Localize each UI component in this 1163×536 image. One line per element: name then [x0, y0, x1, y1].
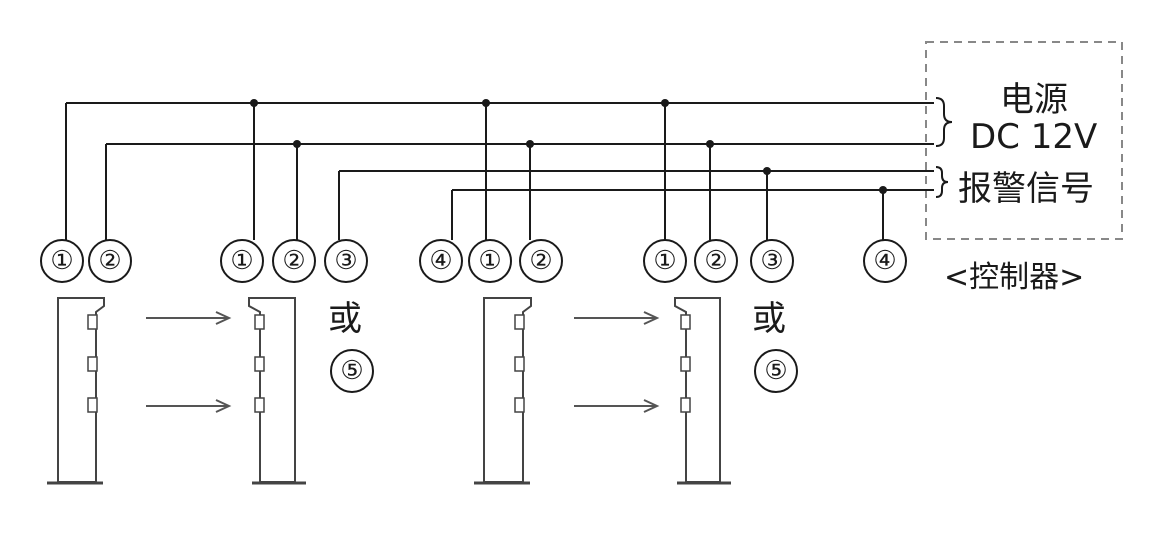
receiver-post-1	[248, 297, 306, 485]
alarm-signal-label: 报警信号	[958, 169, 1094, 209]
brace-alarm	[935, 166, 949, 198]
terminal-4-label: ④	[429, 246, 452, 276]
terminal-5-circle	[754, 349, 798, 393]
terminal-1-label: ①	[653, 246, 676, 276]
terminal-2-circle	[272, 239, 316, 283]
beam-arrow	[146, 311, 232, 325]
terminal-2-label: ②	[98, 246, 121, 276]
terminal-1-label: ①	[478, 246, 501, 276]
terminal-4-circle	[419, 239, 463, 283]
terminal-2-label: ②	[529, 246, 552, 276]
junction-dot	[661, 99, 669, 107]
beam-arrow	[146, 399, 232, 413]
voltage-label: DC 12V	[970, 117, 1097, 157]
or-label: 或	[328, 299, 362, 339]
terminal-3-label: ③	[760, 246, 783, 276]
terminal-3-circle	[750, 239, 794, 283]
terminal-3-label: ③	[334, 246, 357, 276]
terminal-2-label: ②	[282, 246, 305, 276]
junction-dot	[706, 140, 714, 148]
transmitter-post-1	[47, 297, 105, 485]
transmitter-post-2	[474, 297, 532, 485]
power-label: 电源	[1000, 80, 1068, 120]
terminal-4-label: ④	[873, 246, 896, 276]
terminal-1-circle	[468, 239, 512, 283]
terminal-1-circle	[220, 239, 264, 283]
junction-dot	[482, 99, 490, 107]
controller-caption: <控制器>	[944, 260, 1084, 295]
terminal-2-circle	[88, 239, 132, 283]
terminal-1-circle	[40, 239, 84, 283]
junction-dot	[526, 140, 534, 148]
junction-dot	[879, 186, 887, 194]
junction-dot	[293, 140, 301, 148]
terminal-4-circle	[863, 239, 907, 283]
beam-arrow	[574, 399, 660, 413]
terminal-1-label: ①	[50, 246, 73, 276]
terminal-5-label: ⑤	[340, 356, 363, 386]
terminal-2-circle	[694, 239, 738, 283]
terminal-2-circle	[519, 239, 563, 283]
brace-power	[935, 97, 953, 147]
terminal-1-label: ①	[230, 246, 253, 276]
terminal-2-label: ②	[704, 246, 727, 276]
junction-dot	[250, 99, 258, 107]
receiver-post-2	[674, 297, 731, 485]
beam-arrow	[574, 311, 660, 325]
or-label: 或	[752, 299, 786, 339]
controller-box	[925, 41, 1123, 240]
terminal-1-circle	[643, 239, 687, 283]
terminal-5-label: ⑤	[764, 356, 787, 386]
terminal-5-circle	[330, 349, 374, 393]
junction-dot	[763, 167, 771, 175]
terminal-3-circle	[324, 239, 368, 283]
